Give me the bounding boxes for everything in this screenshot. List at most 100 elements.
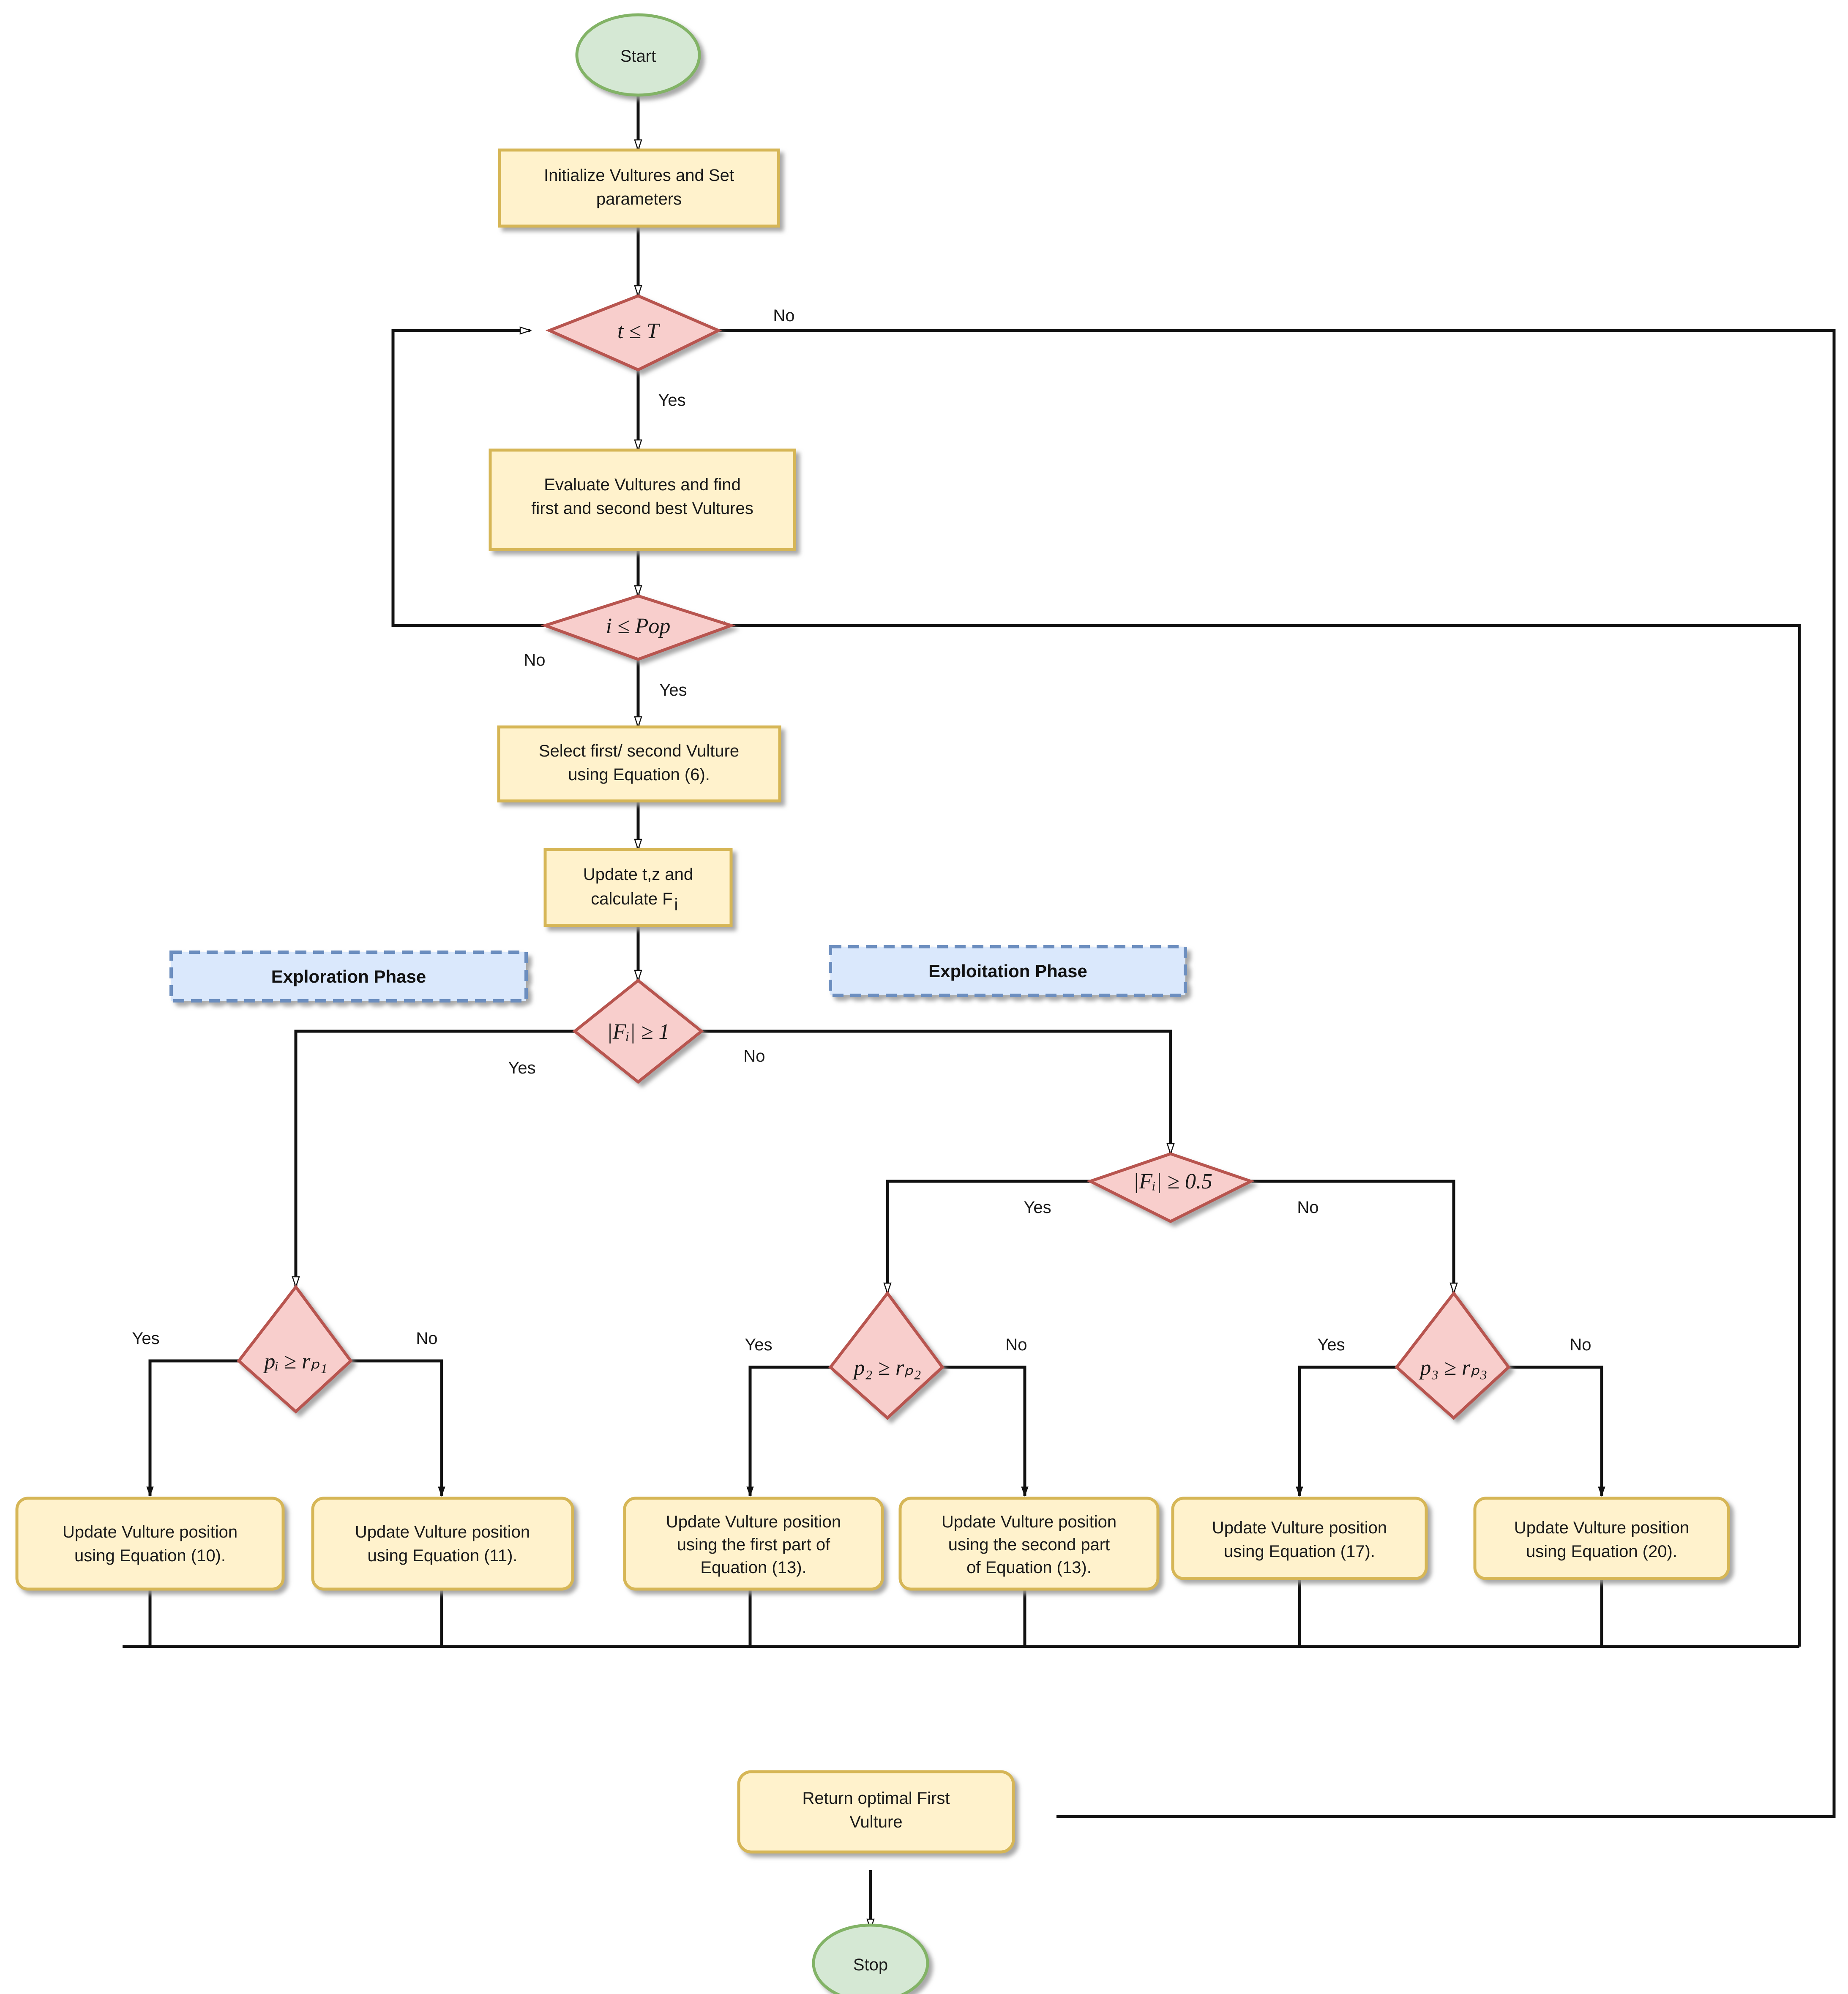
return-optimal-line1: Return optimal First — [803, 1789, 950, 1808]
node-evaluate[interactable]: Evaluate Vultures and find first and sec… — [489, 448, 796, 551]
update-eq13-second-line1: Update Vulture position — [942, 1513, 1116, 1531]
decision-p2-label: p₂ ≥ rₚ₂ — [852, 1356, 921, 1380]
select-vulture-label-line2: using Equation (6). — [568, 765, 710, 784]
label-p3-yes: Yes — [1317, 1336, 1345, 1354]
edge-decf05-yes — [883, 1180, 1120, 1295]
update-eq13-second-line2: using the second part — [948, 1535, 1110, 1554]
initialize-label-line1: Initialize Vultures and Set — [544, 166, 734, 185]
update-eq13-first-box — [623, 1497, 884, 1591]
update-eq13-first-line1: Update Vulture position — [666, 1513, 841, 1531]
update-eq13-second-line3: of Equation (13). — [966, 1558, 1092, 1577]
label-pop-no: No — [524, 651, 545, 669]
node-select-vulture[interactable]: Select first/ second Vulture using Equat… — [497, 725, 781, 803]
node-decision-p1[interactable]: pᵢ ≥ rₚ₁ Yes No — [132, 1284, 438, 1414]
node-update-eq10[interactable]: Update Vulture position using Equation (… — [15, 1497, 285, 1591]
label-p2-no: No — [1005, 1336, 1027, 1354]
update-eq13-second-box — [898, 1497, 1160, 1591]
select-vulture-box — [497, 725, 781, 803]
label-t-no: No — [773, 306, 794, 325]
initialize-label-line2: parameters — [596, 190, 682, 208]
node-start[interactable]: Start — [575, 13, 701, 97]
edge-decpop-no-loopback — [391, 326, 568, 627]
initialize-box — [498, 148, 780, 228]
update-tz-label-sub: i — [674, 896, 678, 914]
update-tz-box — [543, 848, 733, 927]
decision-f05-label: |Fᵢ| ≥ 0.5 — [1133, 1169, 1212, 1194]
node-update-tz[interactable]: Update t,z and calculate F i — [543, 848, 733, 927]
decision-f1-diamond — [572, 978, 704, 1084]
label-p1-yes: Yes — [132, 1329, 159, 1348]
update-eq20-box — [1473, 1497, 1730, 1580]
exploitation-phase-label: Exploitation Phase — [928, 961, 1087, 981]
node-update-eq17[interactable]: Update Vulture position using Equation (… — [1171, 1497, 1428, 1580]
start-label: Start — [620, 47, 656, 66]
evaluate-box — [489, 448, 796, 551]
node-decision-population[interactable]: i ≤ Pop No Yes — [524, 594, 736, 699]
edge-decp3-no — [1501, 1366, 1605, 1497]
decision-iteration-diamond — [545, 294, 722, 371]
exploration-phase-box — [169, 951, 528, 1002]
node-update-eq13-first[interactable]: Update Vulture position using the first … — [623, 1497, 884, 1591]
update-eq11-box — [311, 1497, 574, 1591]
edge-decp2-yes — [746, 1366, 840, 1497]
return-optimal-line2: Vulture — [849, 1813, 902, 1831]
update-eq11-line2: using Equation (11). — [367, 1546, 517, 1565]
update-eq20-line2: using Equation (20). — [1526, 1542, 1677, 1561]
update-tz-label-line1: Update t,z and — [583, 865, 693, 884]
node-decision-f05[interactable]: |Fᵢ| ≥ 0.5 Yes No — [1024, 1152, 1319, 1223]
exploitation-phase-box — [829, 945, 1187, 997]
update-eq17-line1: Update Vulture position — [1212, 1519, 1387, 1537]
node-initialize[interactable]: Initialize Vultures and Set parameters — [498, 148, 780, 228]
node-return-optimal[interactable]: Return optimal First Vulture — [737, 1770, 1015, 1854]
decision-population-diamond — [540, 594, 736, 661]
decision-f1-label: |Fᵢ| ≥ 1 — [606, 1020, 669, 1044]
label-f05-yes: Yes — [1024, 1198, 1051, 1217]
edge-layer — [123, 78, 1836, 1931]
node-stop[interactable]: Stop — [812, 1923, 929, 1994]
update-eq11-line1: Update Vulture position — [355, 1523, 530, 1541]
node-update-eq11[interactable]: Update Vulture position using Equation (… — [311, 1497, 574, 1591]
update-tz-label-line2: calculate F — [591, 890, 672, 908]
exploration-phase-label: Exploration Phase — [271, 967, 426, 986]
node-decision-p3[interactable]: p₃ ≥ rₚ₃ Yes No — [1317, 1291, 1591, 1420]
node-exploration-phase: Exploration Phase — [169, 951, 528, 1002]
node-decision-f1[interactable]: |Fᵢ| ≥ 1 Yes No — [508, 978, 765, 1084]
update-eq17-box — [1171, 1497, 1428, 1580]
decision-p3-diamond — [1395, 1291, 1511, 1420]
return-optimal-box — [737, 1770, 1015, 1854]
edge-decp1-no — [343, 1359, 445, 1497]
decision-p1-diamond — [237, 1284, 353, 1414]
node-update-eq13-second[interactable]: Update Vulture position using the second… — [898, 1497, 1160, 1591]
node-update-eq20[interactable]: Update Vulture position using Equation (… — [1473, 1497, 1730, 1580]
edge-bus-loopback-to-decpop — [712, 621, 1801, 1647]
decision-p1-label: pᵢ ≥ rₚ₁ — [262, 1349, 327, 1374]
node-decision-iteration[interactable]: t ≤ T No Yes — [545, 294, 795, 410]
label-pop-yes: Yes — [659, 681, 687, 699]
update-eq10-box — [15, 1497, 285, 1591]
edge-decf1-yes — [292, 1030, 590, 1289]
decision-population-label: i ≤ Pop — [606, 614, 671, 638]
decision-f05-diamond — [1086, 1152, 1255, 1223]
stop-label: Stop — [853, 1956, 888, 1974]
label-f1-no: No — [743, 1047, 765, 1065]
edge-decp3-yes — [1296, 1366, 1406, 1497]
update-eq10-line2: using Equation (10). — [74, 1546, 226, 1565]
label-f1-yes: Yes — [508, 1059, 535, 1077]
evaluate-label-line2: first and second best Vultures — [531, 499, 753, 518]
start-ellipse — [575, 13, 701, 97]
update-eq20-line1: Update Vulture position — [1514, 1519, 1689, 1537]
node-exploitation-phase: Exploitation Phase — [829, 945, 1187, 997]
decision-p3-label: p₃ ≥ rₚ₃ — [1418, 1356, 1487, 1380]
label-t-yes: Yes — [658, 391, 685, 410]
update-eq13-first-line2: using the first part of — [677, 1535, 830, 1554]
edge-decp1-yes — [146, 1359, 248, 1497]
node-decision-p2[interactable]: p₂ ≥ rₚ₂ Yes No — [745, 1291, 1027, 1420]
decision-iteration-label: t ≤ T — [617, 319, 660, 343]
edge-decf05-no — [1221, 1180, 1458, 1295]
label-p2-yes: Yes — [745, 1336, 772, 1354]
label-p3-no: No — [1570, 1336, 1591, 1354]
stop-ellipse — [812, 1923, 929, 1994]
evaluate-label-line1: Evaluate Vultures and find — [544, 475, 741, 494]
